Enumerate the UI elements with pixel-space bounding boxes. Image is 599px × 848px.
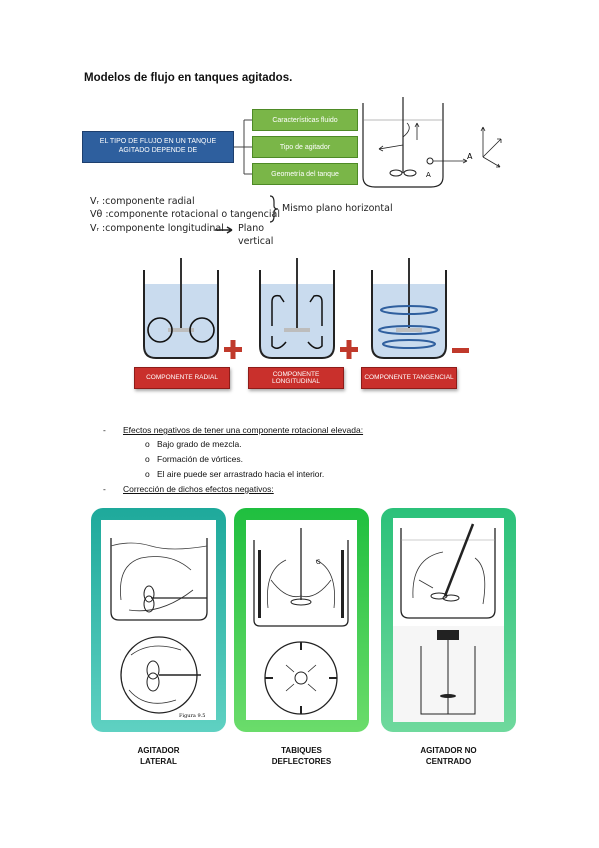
bullet-dash: -: [103, 425, 106, 435]
point-a-label-inner: A: [426, 171, 431, 179]
component-longitudinal-note: Vᵣ :componente longitudinal: [90, 223, 224, 234]
tank-tangential-flow: [371, 258, 447, 359]
plus-sign-1: [224, 340, 242, 359]
negative-item-1: Bajo grado de mezcla.: [157, 439, 242, 449]
off-center-drawing: [393, 518, 504, 722]
page-title: Modelos de flujo en tanques agitados.: [84, 72, 293, 84]
label-radial: COMPONENTE RADIAL: [134, 367, 230, 389]
vertical-plane-note-1: Plano: [238, 223, 265, 234]
correction-title: Corrección de dichos efectos negativos:: [123, 484, 274, 494]
vertical-plane-note-2: vertical: [238, 236, 274, 247]
negatives-title: Efectos negativos de tener una component…: [123, 425, 364, 435]
bullet-dash-2: -: [103, 484, 106, 494]
concept-branch-agitator: Tipo de agitador: [252, 136, 358, 158]
concept-branch-fluid: Características fluido: [252, 109, 358, 131]
component-radial-note: Vᵣ :componente radial: [90, 196, 195, 207]
component-tangential-note: Vθ :componente rotacional o tangencial: [90, 209, 280, 220]
concept-main-box: EL TIPO DE FLUJO EN UN TANQUE AGITADO DE…: [82, 131, 234, 163]
point-a-label: A: [467, 152, 473, 161]
tank-radial-flow: [143, 258, 219, 359]
concept-branch-geometry: Geometría del tanque: [252, 163, 358, 185]
figure-label-g: G: [316, 559, 321, 566]
minus-sign: [452, 348, 469, 353]
negative-item-2: Formación de vórtices.: [157, 454, 243, 464]
tank-longitudinal-flow: [259, 258, 335, 359]
baffles-drawing: G: [246, 520, 357, 720]
label-longitudinal: COMPONENTE LONGITUDINAL: [248, 367, 344, 389]
negative-item-3: El aire puede ser arrastrado hacia el in…: [157, 469, 325, 479]
flow-patterns-figure: [143, 258, 469, 359]
side-agitator-drawing: Figura 9.5: [101, 520, 216, 720]
horizontal-plane-note: Mismo plano horizontal: [282, 203, 393, 214]
panel-off-center: [381, 508, 516, 732]
figure-label: Figura 9.5: [179, 713, 205, 719]
brace-icon: [269, 195, 279, 223]
tank-velocity-diagram: A A: [362, 97, 502, 188]
arrow-right-icon: [215, 226, 233, 234]
panel-side-agitator: Figura 9.5: [91, 508, 226, 732]
label-tangential: COMPONENTE TANGENCIAL: [361, 367, 457, 389]
panel-baffles: G: [234, 508, 369, 732]
plus-sign-2: [340, 340, 358, 359]
